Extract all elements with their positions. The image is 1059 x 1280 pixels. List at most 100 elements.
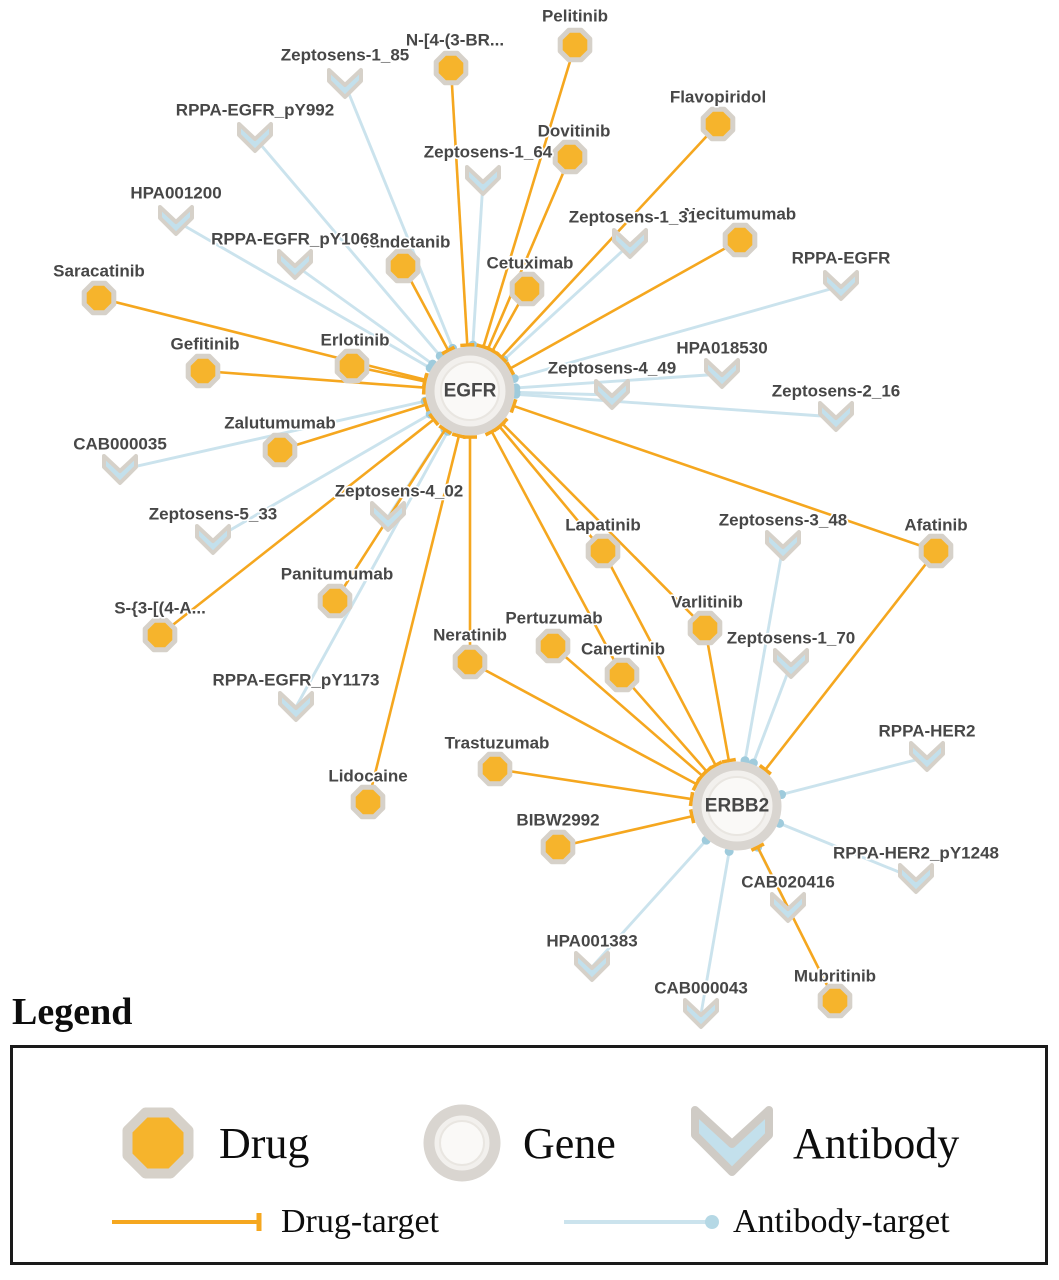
node-erbb2[interactable] [692, 761, 782, 851]
node-rppa-egfr-py992[interactable] [237, 122, 273, 153]
edge-hpa001200-egfr [175, 219, 431, 370]
node-zeptosens-3-48[interactable] [765, 530, 801, 561]
node-egfr[interactable] [425, 346, 515, 436]
antibody-target-edge-icon [564, 1215, 719, 1229]
node-label-rppa-egfr-py1068: RPPA-EGFR_pY1068 [211, 230, 379, 249]
node-flavopiridol[interactable] [700, 106, 736, 142]
legend-heading: Legend [12, 991, 133, 1033]
legend-item-drug: Drug [111, 1096, 309, 1190]
legend-antibody-target-label: Antibody-target [733, 1203, 950, 1240]
node-lidocaine[interactable] [350, 784, 386, 820]
node-n-4-3-br[interactable] [433, 50, 469, 86]
edge-endcap-varlitinib [721, 757, 737, 764]
edge-endcap-zalutumumab [422, 397, 430, 412]
node-zeptosens-4-02[interactable] [370, 501, 406, 532]
legend-item-gene: Gene [415, 1096, 616, 1190]
node-mubritinib[interactable] [817, 983, 853, 1019]
node-zalutumumab[interactable] [262, 432, 298, 468]
edge-canertinib-egfr [490, 430, 624, 676]
edge-endcap-varlitinib [496, 417, 509, 430]
legend-drug-target-label: Drug-target [281, 1203, 439, 1240]
node-zeptosens-5-33[interactable] [195, 524, 231, 555]
node-label-flavopiridol: Flavopiridol [670, 88, 766, 107]
node-label-rppa-her2-py1248: RPPA-HER2_pY1248 [833, 844, 999, 863]
node-cab020416[interactable] [770, 892, 806, 923]
edge-endcap-cetuximab [485, 345, 500, 356]
gene-icon [423, 1104, 501, 1182]
edge-dovitinib-egfr [486, 156, 572, 350]
edge-zeptosens-3-48-erbb2 [743, 545, 785, 761]
node-pelitinib[interactable] [557, 27, 593, 63]
node-lapatinib[interactable] [585, 533, 621, 569]
edge-pelitinib-egfr [482, 44, 577, 348]
edge-endcap-s-3-4-a [428, 412, 440, 427]
edge-lapatinib-erbb2 [601, 550, 717, 766]
legend-item-drug-target: Drug-target [109, 1203, 439, 1241]
node-label-zeptosens-1-85: Zeptosens-1_85 [281, 46, 410, 65]
drug-target-edges [98, 44, 938, 1002]
node-label-cab000035: CAB000035 [73, 435, 167, 454]
node-varlitinib[interactable] [687, 610, 723, 646]
edge-lapatinib-egfr [498, 425, 604, 552]
edge-afatinib-egfr [513, 404, 937, 553]
node-label-necitumumab: Necitumumab [684, 205, 796, 224]
node-rppa-egfr[interactable] [823, 270, 859, 301]
edge-gefitinib-egfr [202, 369, 425, 389]
node-hpa001200[interactable] [158, 205, 194, 236]
node-label-cab000043: CAB000043 [654, 979, 748, 998]
node-label-erlotinib: Erlotinib [321, 331, 390, 350]
node-s-3-4-a[interactable] [142, 617, 178, 653]
drug-target-edge-icon [112, 1213, 262, 1231]
node-zeptosens-1-85[interactable] [327, 68, 363, 99]
edge-zeptosens-1-85-egfr [343, 83, 454, 349]
node-neratinib[interactable] [452, 644, 488, 680]
node-label-cab020416: CAB020416 [741, 873, 835, 892]
legend-antibody-label: Antibody [793, 1118, 960, 1168]
edge-zeptosens-2-16-egfr [515, 392, 837, 419]
node-zeptosens-4-49[interactable] [594, 379, 630, 410]
node-erlotinib[interactable] [334, 348, 370, 384]
node-rppa-egfr-py1068[interactable] [277, 249, 313, 280]
node-zeptosens-1-64[interactable] [465, 165, 501, 196]
node-cetuximab[interactable] [509, 271, 545, 307]
node-cab000043[interactable] [683, 998, 719, 1029]
node-label-zeptosens-1-31: Zeptosens-1_31 [569, 208, 698, 227]
node-label-gefitinib: Gefitinib [171, 335, 240, 354]
node-hpa018530[interactable] [704, 358, 740, 389]
node-label-rppa-egfr-py1173: RPPA-EGFR_pY1173 [213, 671, 380, 690]
node-hpa001383[interactable] [574, 951, 610, 982]
node-zeptosens-2-16[interactable] [818, 401, 854, 432]
node-pertuzumab[interactable] [535, 628, 571, 664]
legend-item-antibody: Antibody [685, 1100, 959, 1186]
node-vandetanib[interactable] [385, 248, 421, 284]
edge-canertinib-erbb2 [621, 674, 708, 773]
node-label-saracatinib: Saracatinib [53, 262, 145, 281]
node-trastuzumab[interactable] [477, 751, 513, 787]
node-rppa-her2-py1248[interactable] [898, 863, 934, 894]
node-rppa-egfr-py1173[interactable] [278, 691, 314, 722]
node-afatinib[interactable] [918, 533, 954, 569]
node-rppa-her2[interactable] [909, 741, 945, 772]
node-label-trastuzumab: Trastuzumab [445, 734, 550, 753]
node-panitumumab[interactable] [317, 583, 353, 619]
node-saracatinib[interactable] [81, 280, 117, 316]
node-cab000035[interactable] [102, 454, 138, 485]
node-canertinib[interactable] [604, 657, 640, 693]
edge-endcap-panitumumab [438, 424, 452, 435]
node-bibw2992[interactable] [540, 829, 576, 865]
edge-endcap-trastuzumab [688, 791, 695, 807]
edge-necitumumab-egfr [509, 238, 741, 370]
edge-lidocaine-egfr [366, 435, 461, 803]
node-zeptosens-1-70[interactable] [773, 648, 809, 679]
node-necitumumab[interactable] [722, 222, 758, 258]
node-dovitinib[interactable] [552, 139, 588, 175]
edge-pertuzumab-erbb2 [552, 645, 704, 777]
node-label-zeptosens-3-48: Zeptosens-3_48 [719, 511, 848, 530]
node-gefitinib[interactable] [185, 353, 221, 389]
node-label-bibw2992: BIBW2992 [516, 811, 599, 830]
node-zeptosens-1-31[interactable] [612, 228, 648, 259]
node-label-zeptosens-4-02: Zeptosens-4_02 [335, 482, 464, 501]
node-label-rppa-her2: RPPA-HER2 [879, 722, 976, 741]
edge-rppa-egfr-py1173-egfr [294, 430, 450, 708]
